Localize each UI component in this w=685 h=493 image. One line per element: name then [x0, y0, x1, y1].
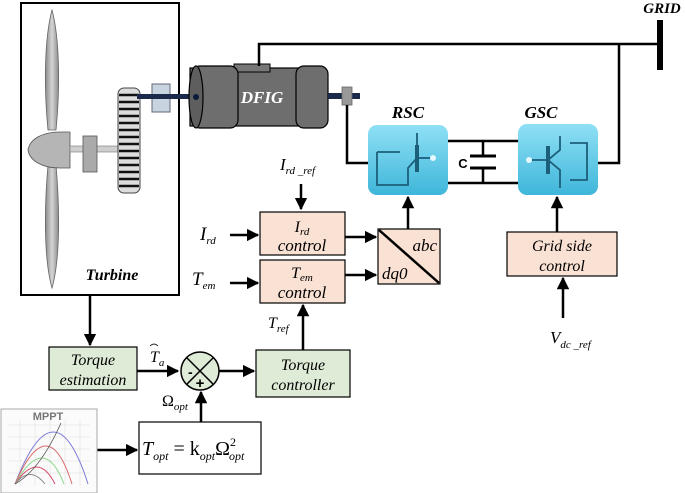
grid-side-control-line1: Grid side: [532, 238, 592, 255]
vdc-ref-signal-label: Vdc _ref: [550, 328, 593, 351]
torque-estimation-block: [48, 346, 138, 391]
gsc-grid-line: [598, 44, 621, 165]
transistor-icon: [376, 133, 432, 186]
grid-label: GRID: [643, 1, 681, 17]
dc-link-capacitor: [448, 139, 518, 185]
transistor-icon: [530, 136, 588, 188]
torque-estimation-line1: Torque: [71, 352, 115, 369]
turbine-label: Turbine: [86, 267, 139, 284]
hat-accent: [149, 343, 159, 347]
tem-control-title: Tem: [291, 265, 313, 284]
omega-opt-signal-label: Ωopt: [162, 393, 189, 413]
transform-diagonal: [378, 229, 440, 284]
dfig-label: DFIG: [240, 88, 284, 107]
grid-side-control-block: [506, 231, 618, 277]
gsc-converter: [518, 124, 598, 195]
tem-signal-label: Tem: [192, 269, 215, 292]
tem-control-text: control: [278, 283, 327, 302]
ird-control-title: Ird: [294, 219, 310, 238]
tem-control-block: [259, 259, 346, 304]
rotor-rsc-line: [345, 105, 372, 165]
topt-formula-block: [138, 421, 262, 475]
sum-minus-sign: -: [188, 364, 193, 380]
grid-bus-bar: [657, 20, 663, 70]
ird-signal-label: Ird: [199, 224, 216, 247]
torque-estimation-line2: estimation: [60, 372, 127, 389]
grid-side-control-line2: control: [539, 258, 585, 275]
capacitor-label: C: [458, 156, 468, 171]
ta-hat-signal-label: Ta: [150, 349, 165, 369]
mppt-curves-thumbnail: [0, 408, 98, 493]
torque-controller-line2: controller: [271, 377, 335, 394]
gsc-label: GSC: [524, 103, 558, 122]
torque-controller-block: [255, 349, 351, 398]
transform-abc-label: abc: [412, 236, 437, 255]
tref-signal-label: Tref: [268, 315, 291, 335]
ird-control-block: [259, 211, 346, 256]
gearbox-icon: [117, 83, 193, 194]
transform-dq0-label: dq0: [382, 264, 408, 283]
ird-ref-signal-label: Ird _ref: [279, 155, 317, 177]
stator-grid-line: [257, 42, 660, 66]
rsc-label: RSC: [391, 103, 425, 122]
wind-turbine-rotor-icon: [27, 8, 121, 290]
rsc-converter: [368, 125, 448, 195]
torque-controller-line1: Torque: [281, 357, 325, 374]
mppt-title: MPPT: [33, 411, 64, 423]
sum-plus-sign: +: [196, 375, 205, 392]
dfig-generator-icon: [188, 63, 360, 129]
ird-control-text: control: [278, 236, 327, 255]
